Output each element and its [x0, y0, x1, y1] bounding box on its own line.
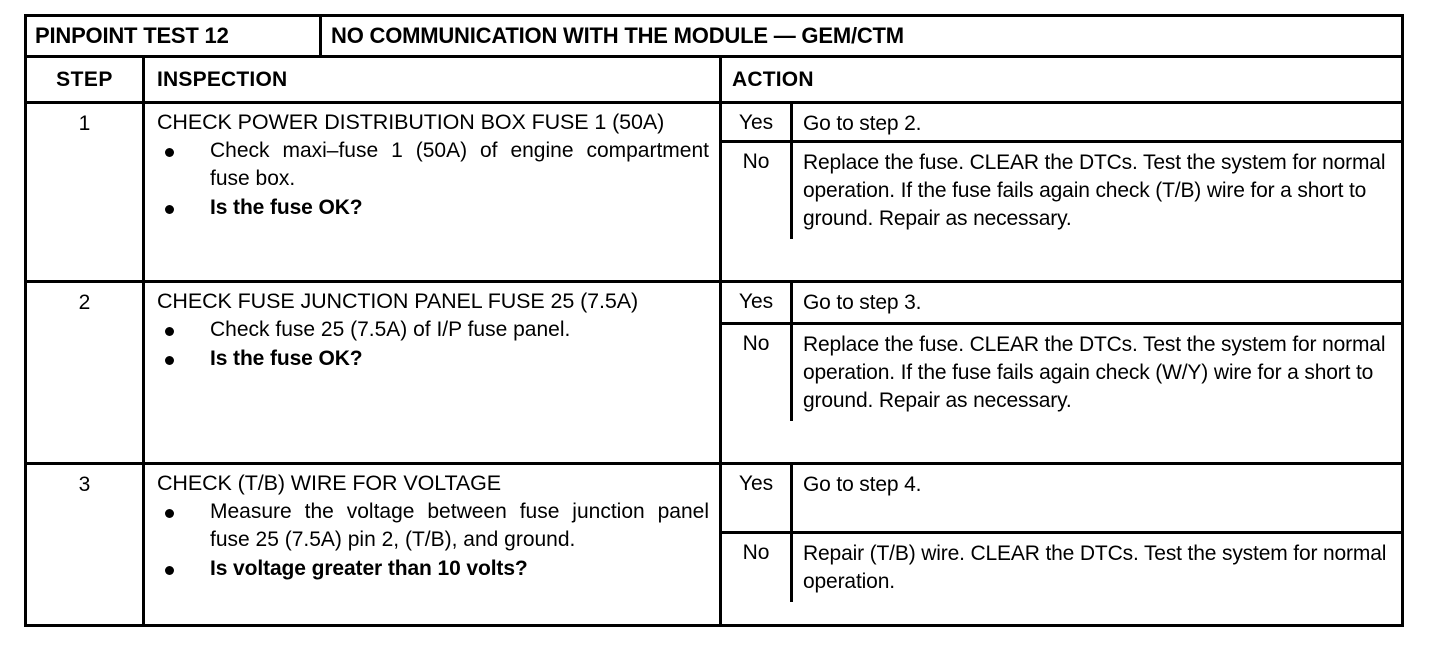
action-text-yes: Go to step 2. [803, 112, 922, 135]
answer-label-no: No [722, 534, 793, 602]
table-title-row: PINPOINT TEST 12 NO COMMUNICATION WITH T… [27, 17, 1401, 58]
inspection-bullet-list: Check maxi–fuse 1 (50A) of engine compar… [157, 137, 709, 221]
column-header-row: STEP INSPECTION ACTION [27, 58, 1401, 104]
answers-cell: Yes Go to step 2. No Replace the fuse. C… [722, 104, 1401, 280]
pinpoint-test-table: PINPOINT TEST 12 NO COMMUNICATION WITH T… [24, 14, 1404, 627]
answers-cell: Yes Go to step 4. No Repair (T/B) wire. … [722, 465, 1401, 625]
answer-row-no: No Repair (T/B) wire. CLEAR the DTCs. Te… [722, 534, 1401, 602]
step-number: 2 [27, 283, 145, 462]
bullet-icon [165, 327, 174, 337]
action-text-no: Replace the fuse. CLEAR the DTCs. Test t… [803, 333, 1386, 412]
answer-row-yes: Yes Go to step 3. [722, 283, 1401, 325]
answer-row-yes: Yes Go to step 4. [722, 465, 1401, 534]
inspection-heading: CHECK FUSE JUNCTION PANEL FUSE 25 (7.5A) [157, 289, 639, 313]
answer-row-no: No Replace the fuse. CLEAR the DTCs. Tes… [722, 325, 1401, 421]
list-item: Check fuse 25 (7.5A) of I/P fuse panel. [157, 316, 709, 344]
list-item: Is the fuse OK? [157, 194, 709, 222]
answer-label-no: No [722, 325, 793, 421]
answer-row-no: No Replace the fuse. CLEAR the DTCs. Tes… [722, 143, 1401, 239]
list-item: Is the fuse OK? [157, 345, 709, 373]
pinpoint-test-label: PINPOINT TEST 12 [27, 17, 322, 55]
table-row: 2 CHECK FUSE JUNCTION PANEL FUSE 25 (7.5… [27, 283, 1401, 465]
inspection-bullet-text: Is voltage greater than 10 volts? [210, 556, 528, 580]
answer-label-no: No [722, 143, 793, 239]
column-header-step: STEP [27, 58, 145, 101]
inspection-bullet-text: Check maxi–fuse 1 (50A) of engine compar… [210, 139, 709, 191]
action-text-no: Replace the fuse. CLEAR the DTCs. Test t… [803, 151, 1386, 230]
pinpoint-test-name: NO COMMUNICATION WITH THE MODULE — GEM/C… [331, 23, 904, 48]
action-text-yes: Go to step 4. [803, 473, 922, 496]
bullet-icon [165, 204, 174, 214]
inspection-heading: CHECK POWER DISTRIBUTION BOX FUSE 1 (50A… [157, 110, 665, 134]
answer-row-yes: Yes Go to step 2. [722, 104, 1401, 143]
bullet-icon [165, 355, 174, 365]
answers-cell: Yes Go to step 3. No Replace the fuse. C… [722, 283, 1401, 462]
table-row: 1 CHECK POWER DISTRIBUTION BOX FUSE 1 (5… [27, 104, 1401, 283]
inspection-bullet-list: Check fuse 25 (7.5A) of I/P fuse panel. … [157, 316, 709, 372]
list-item: Check maxi–fuse 1 (50A) of engine compar… [157, 137, 709, 192]
list-item: Measure the voltage between fuse junctio… [157, 498, 709, 553]
list-item: Is voltage greater than 10 volts? [157, 555, 709, 583]
column-header-inspection: INSPECTION [145, 58, 722, 101]
step-number: 1 [27, 104, 145, 280]
inspection-bullet-list: Measure the voltage between fuse junctio… [157, 498, 709, 582]
step-number: 3 [27, 465, 145, 625]
bullet-icon [165, 565, 174, 575]
inspection-bullet-text: Is the fuse OK? [210, 347, 363, 371]
answer-label-yes: Yes [722, 104, 793, 140]
inspection-bullet-text: Is the fuse OK? [210, 195, 363, 219]
inspection-cell: CHECK FUSE JUNCTION PANEL FUSE 25 (7.5A)… [145, 283, 722, 462]
inspection-cell: CHECK POWER DISTRIBUTION BOX FUSE 1 (50A… [145, 104, 722, 280]
inspection-heading: CHECK (T/B) WIRE FOR VOLTAGE [157, 471, 502, 495]
column-header-action: ACTION [732, 67, 814, 91]
answer-label-yes: Yes [722, 283, 793, 322]
bullet-icon [165, 509, 174, 519]
bullet-icon [165, 148, 174, 158]
inspection-bullet-text: Measure the voltage between fuse junctio… [210, 500, 709, 552]
action-text-yes: Go to step 3. [803, 291, 922, 314]
action-text-no: Repair (T/B) wire. CLEAR the DTCs. Test … [803, 542, 1387, 593]
table-row: 3 CHECK (T/B) WIRE FOR VOLTAGE Measure t… [27, 465, 1401, 625]
answer-label-yes: Yes [722, 465, 793, 531]
inspection-cell: CHECK (T/B) WIRE FOR VOLTAGE Measure the… [145, 465, 722, 625]
inspection-bullet-text: Check fuse 25 (7.5A) of I/P fuse panel. [210, 318, 571, 342]
